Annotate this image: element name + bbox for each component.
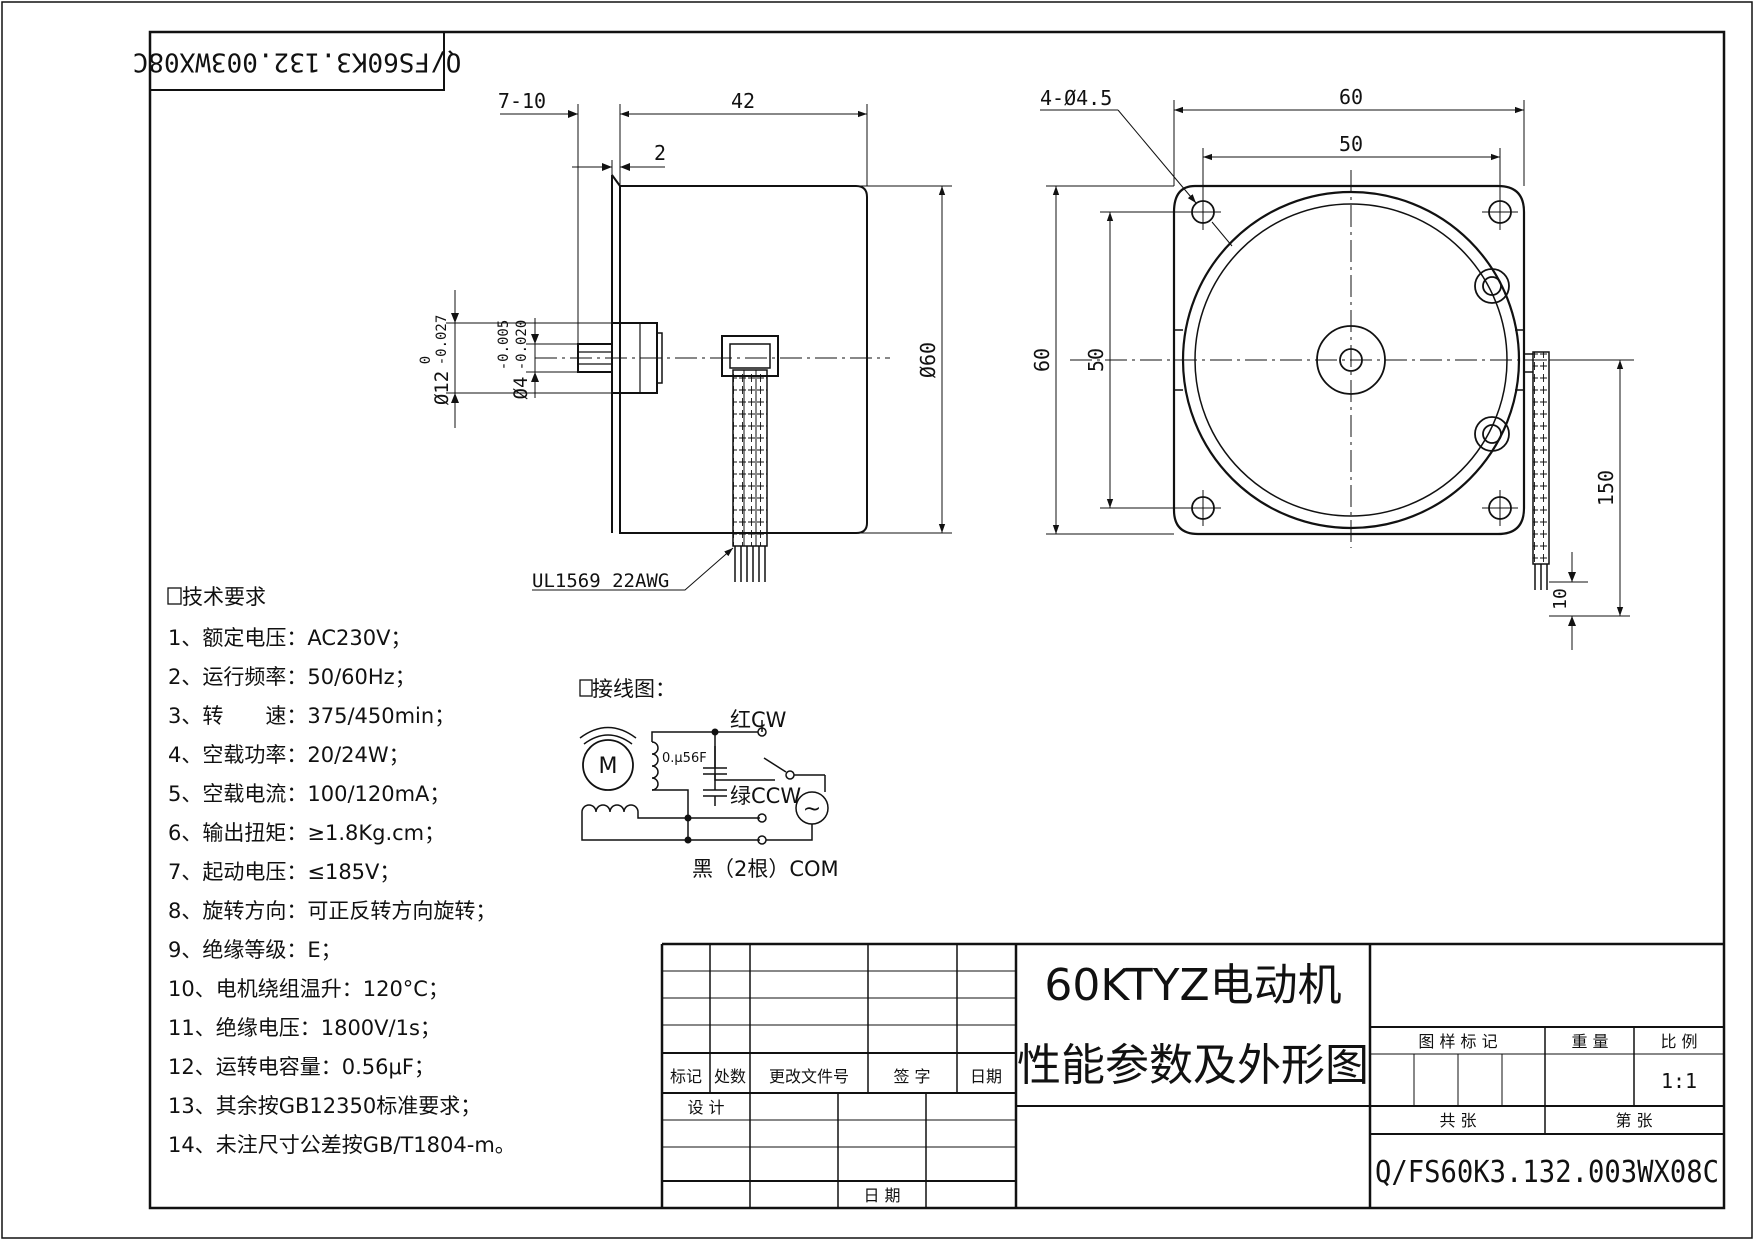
dim-shaft-tol-lower: -0.020 xyxy=(514,320,530,371)
capacitor-label: 0.μ56F xyxy=(662,751,707,766)
dim-body-height: Ø60 xyxy=(916,342,940,378)
dim-hole-spacing-y: 50 xyxy=(1084,348,1108,372)
dim-shaft-tol-upper: -0.005 xyxy=(496,320,512,371)
dim-width: 60 xyxy=(1339,85,1363,109)
front-view: 60 50 60 50 150 10 4-Ø4.5 xyxy=(1030,85,1634,650)
tech-item: 2、运行频率：50/60Hz； xyxy=(168,665,416,689)
sheet-no-label: 第 张 xyxy=(1615,1111,1652,1130)
dim-height: 60 xyxy=(1030,348,1054,372)
col-count: 处数 xyxy=(714,1067,746,1086)
tech-item: 5、空载电流：100/120mA； xyxy=(168,782,450,806)
wiring-diagram: 接线图： M 0.μ56F ~ 红CW xyxy=(579,677,839,881)
col-change-doc: 更改文件号 xyxy=(769,1067,849,1086)
total-sheets-label: 共 张 xyxy=(1439,1111,1476,1130)
side-view: 42 7-10 2 Ø60 Ø12 -0.027 0 Ø4 xyxy=(418,89,952,592)
tech-item: 11、绝缘电压：1800V/1s； xyxy=(168,1016,441,1040)
dim-hole-spacing-x: 50 xyxy=(1339,132,1363,156)
dim-strip-length: 10 xyxy=(1550,588,1571,610)
dim-shaft: Ø4 xyxy=(510,377,532,400)
tech-item: 1、额定电压：AC230V； xyxy=(168,626,411,650)
inner-border xyxy=(148,30,1726,1210)
wiring-heading: 接线图： xyxy=(592,677,676,701)
dim-shaft-outer: Ø12 xyxy=(431,371,453,405)
title-line-2: 性能参数及外形图 xyxy=(1017,1040,1369,1091)
sample-mark-label: 图 样 标 记 xyxy=(1418,1032,1497,1051)
holes-label: 4-Ø4.5 xyxy=(1040,86,1112,110)
cable-label: UL1569 22AWG xyxy=(532,570,669,592)
dim-boss: 2 xyxy=(654,141,666,165)
tech-heading: 技术要求 xyxy=(182,585,266,609)
technical-requirements: 技术要求 1、额定电压：AC230V； 2、运行频率：50/60Hz； 3、转 … xyxy=(167,585,516,1157)
tech-item: 8、旋转方向：可正反转方向旋转； xyxy=(168,899,496,923)
col-mark: 标记 xyxy=(670,1067,702,1086)
dim-shaft-outer-tol-upper: 0 xyxy=(418,356,434,364)
date-label: 日 期 xyxy=(863,1186,900,1205)
tech-item: 13、其余按GB12350标准要求； xyxy=(168,1094,481,1118)
design-label: 设 计 xyxy=(687,1098,724,1117)
title-line-1: 60KTYZ电动机 xyxy=(1044,960,1341,1011)
motor-symbol: M xyxy=(599,754,618,779)
tech-item: 12、运转电容量：0.56μF； xyxy=(168,1055,435,1079)
rotated-drawing-number: Q/FS60K3.132.003WX08C xyxy=(133,47,462,77)
green-ccw-label: 绿CCW xyxy=(730,784,801,808)
col-sign: 签 字 xyxy=(893,1067,930,1086)
scale-label: 比 例 xyxy=(1660,1032,1697,1051)
drawing-number: Q/FS60K3.132.003WX08C xyxy=(1375,1155,1719,1190)
black-com-label: 黑（2根）COM xyxy=(692,857,839,881)
tech-item: 9、绝缘等级：E； xyxy=(168,938,342,962)
title-block: 标记 处数 更改文件号 签 字 日期 设 计 日 期 60KTYZ电动机 性能参… xyxy=(660,942,1724,1208)
tech-item: 4、空载功率：20/24W； xyxy=(168,743,410,767)
scale-value: 1:1 xyxy=(1661,1069,1697,1093)
dim-body-length: 42 xyxy=(731,89,755,113)
dim-flange-offset: 7-10 xyxy=(498,89,546,113)
red-cw-label: 红CW xyxy=(730,708,787,732)
tech-item: 6、输出扭矩：≥1.8Kg.cm； xyxy=(168,821,445,845)
tech-item: 10、电机绕组温升：120°C； xyxy=(168,977,449,1001)
tech-item: 3、转 速：375/450min； xyxy=(168,704,455,728)
rotated-number-box xyxy=(149,31,445,91)
dim-shaft-outer-tol-lower: -0.027 xyxy=(434,315,450,366)
dim-lead-length: 150 xyxy=(1594,470,1618,506)
tech-item: 7、起动电压：≤185V； xyxy=(168,860,400,884)
weight-label: 重 量 xyxy=(1571,1032,1608,1051)
col-date: 日期 xyxy=(970,1067,1002,1086)
tech-item: 14、未注尺寸公差按GB/T1804-m。 xyxy=(168,1133,516,1157)
ac-symbol: ~ xyxy=(803,797,821,822)
